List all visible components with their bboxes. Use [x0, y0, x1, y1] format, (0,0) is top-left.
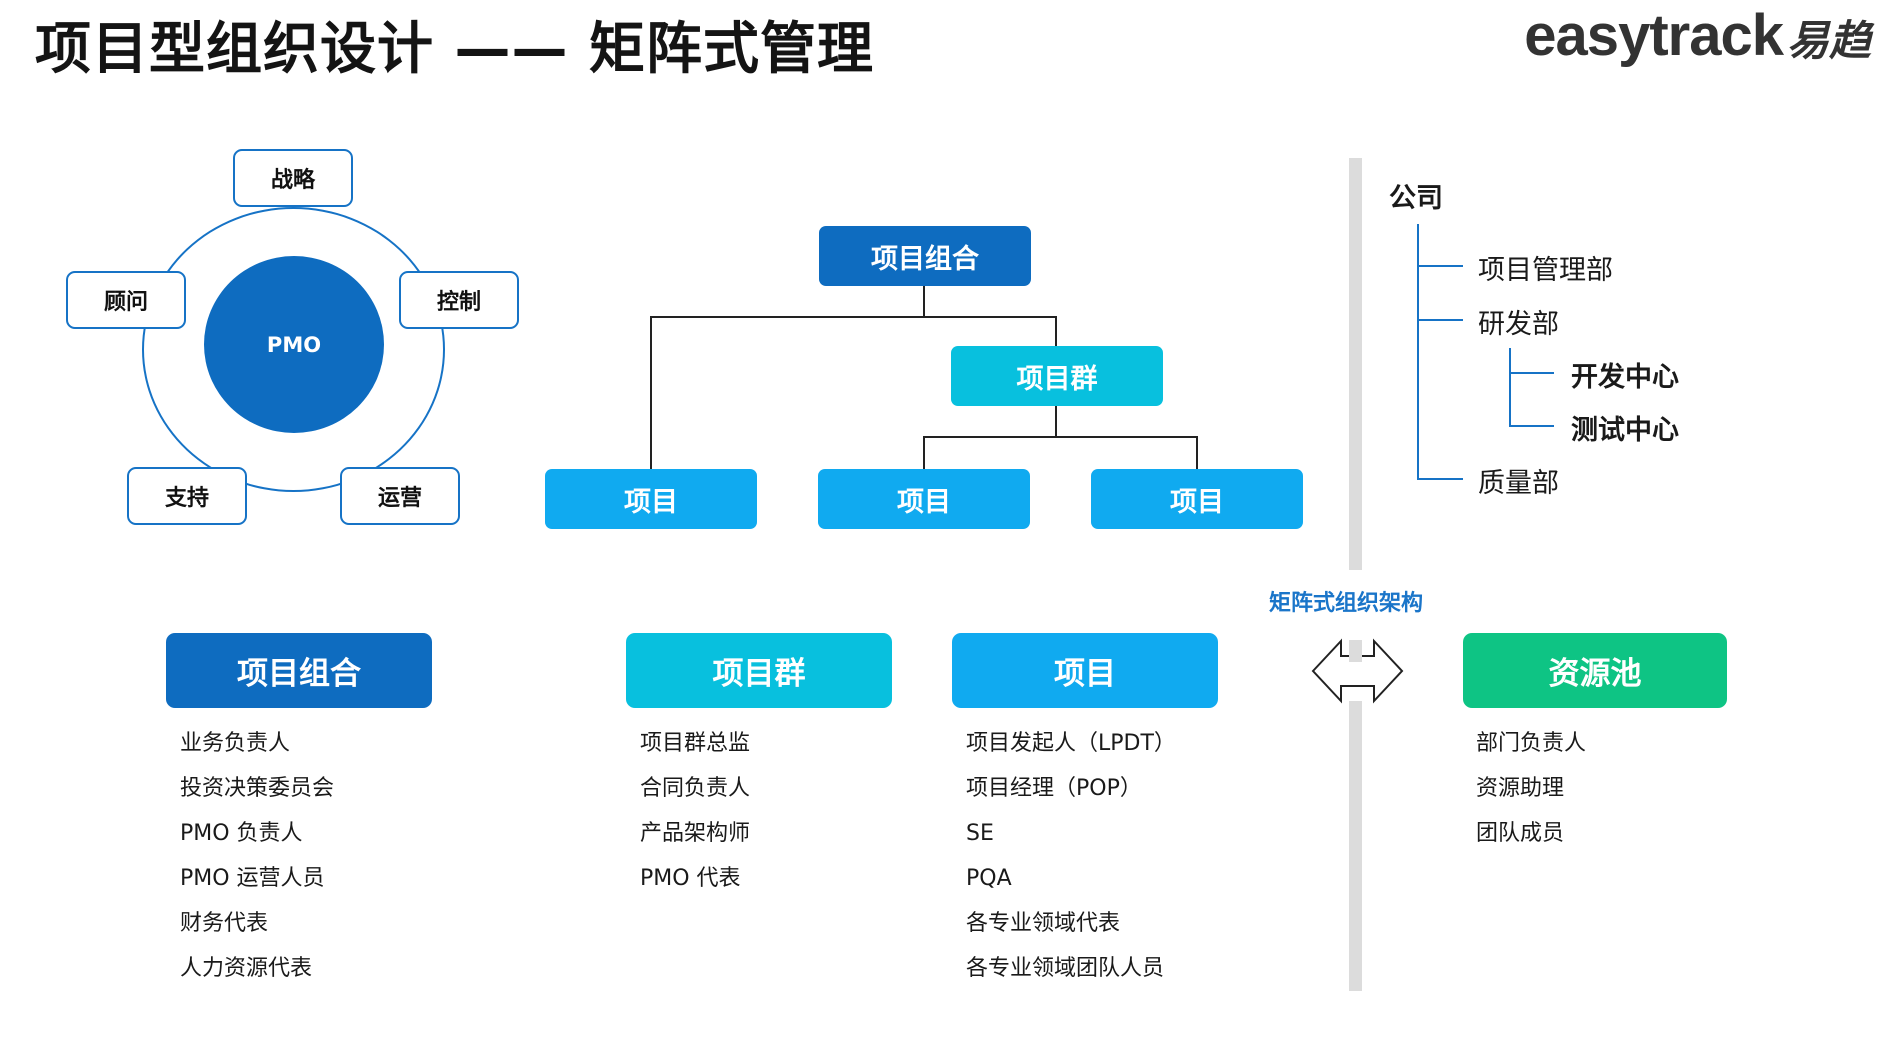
list-item: 人力资源代表 [180, 956, 313, 981]
role-header-portfolio: 项目组合 [166, 633, 432, 708]
list-item: 项目群总监 [640, 731, 751, 756]
divider-bar-top [1349, 158, 1362, 570]
tree-node-project: 项目 [1091, 469, 1303, 529]
page-title: 项目型组织设计 —— 矩阵式管理 [35, 17, 874, 82]
list-item: 产品架构师 [640, 821, 751, 846]
list-item: 合同负责人 [640, 776, 751, 801]
dept-rd: 研发部 [1478, 309, 1559, 340]
list-item: 资源助理 [1476, 776, 1565, 801]
role-list-project: 项目发起人（LPDT） 项目经理（POP） SE PQA 各专业领域代表 各专业… [966, 721, 1176, 991]
role-list-portfolio: 业务负责人 投资决策委员会 PMO 负责人 PMO 运营人员 财务代表 人力资源… [180, 721, 334, 991]
list-item: PMO 负责人 [180, 821, 303, 846]
tree-node-portfolio: 项目组合 [819, 226, 1031, 286]
role-list-pool: 部门负责人 资源助理 团队成员 [1476, 721, 1586, 856]
list-item: 业务负责人 [180, 731, 291, 756]
list-item: 各专业领域代表 [966, 911, 1121, 936]
divider-bar-bottom [1349, 701, 1362, 991]
pmo-petal-operation: 运营 [340, 467, 460, 525]
center-dev: 开发中心 [1571, 362, 1679, 393]
list-item: 团队成员 [1476, 821, 1565, 846]
center-test: 测试中心 [1571, 415, 1679, 446]
role-header-program: 项目群 [626, 633, 892, 708]
double-arrow [1311, 638, 1404, 704]
pmo-petal-control: 控制 [399, 271, 519, 329]
divider-bar-mid [1349, 640, 1362, 662]
pmo-petal-support: 支持 [127, 467, 247, 525]
pmo-petal-strategy: 战略 [233, 149, 353, 207]
pmo-ring [142, 207, 445, 492]
list-item: 财务代表 [180, 911, 269, 936]
list-item: PQA [966, 866, 1012, 891]
role-header-project: 项目 [952, 633, 1218, 708]
dept-pm: 项目管理部 [1478, 255, 1613, 286]
pmo-center: PMO [204, 256, 384, 433]
logo-text-en: easytrack [1524, 3, 1784, 68]
role-list-program: 项目群总监 合同负责人 产品架构师 PMO 代表 [640, 721, 750, 901]
brand-logo: easytrack易趋 [1524, 2, 1871, 69]
matrix-label: 矩阵式组织架构 [1269, 591, 1424, 616]
tree-node-project: 项目 [818, 469, 1030, 529]
list-item: SE [966, 821, 994, 846]
list-item: 项目经理（POP） [966, 776, 1142, 801]
list-item: PMO 运营人员 [180, 866, 325, 891]
company-root: 公司 [1389, 183, 1443, 214]
tree-node-project: 项目 [545, 469, 757, 529]
dept-qa: 质量部 [1478, 468, 1559, 499]
tree-node-program: 项目群 [951, 346, 1163, 406]
list-item: 项目发起人（LPDT） [966, 731, 1176, 756]
pmo-petal-advisor: 顾问 [66, 271, 186, 329]
role-header-pool: 资源池 [1463, 633, 1727, 708]
list-item: 部门负责人 [1476, 731, 1587, 756]
list-item: 各专业领域团队人员 [966, 956, 1165, 981]
list-item: 投资决策委员会 [180, 776, 335, 801]
logo-text-cn: 易趋 [1786, 16, 1871, 65]
list-item: PMO 代表 [640, 866, 741, 891]
